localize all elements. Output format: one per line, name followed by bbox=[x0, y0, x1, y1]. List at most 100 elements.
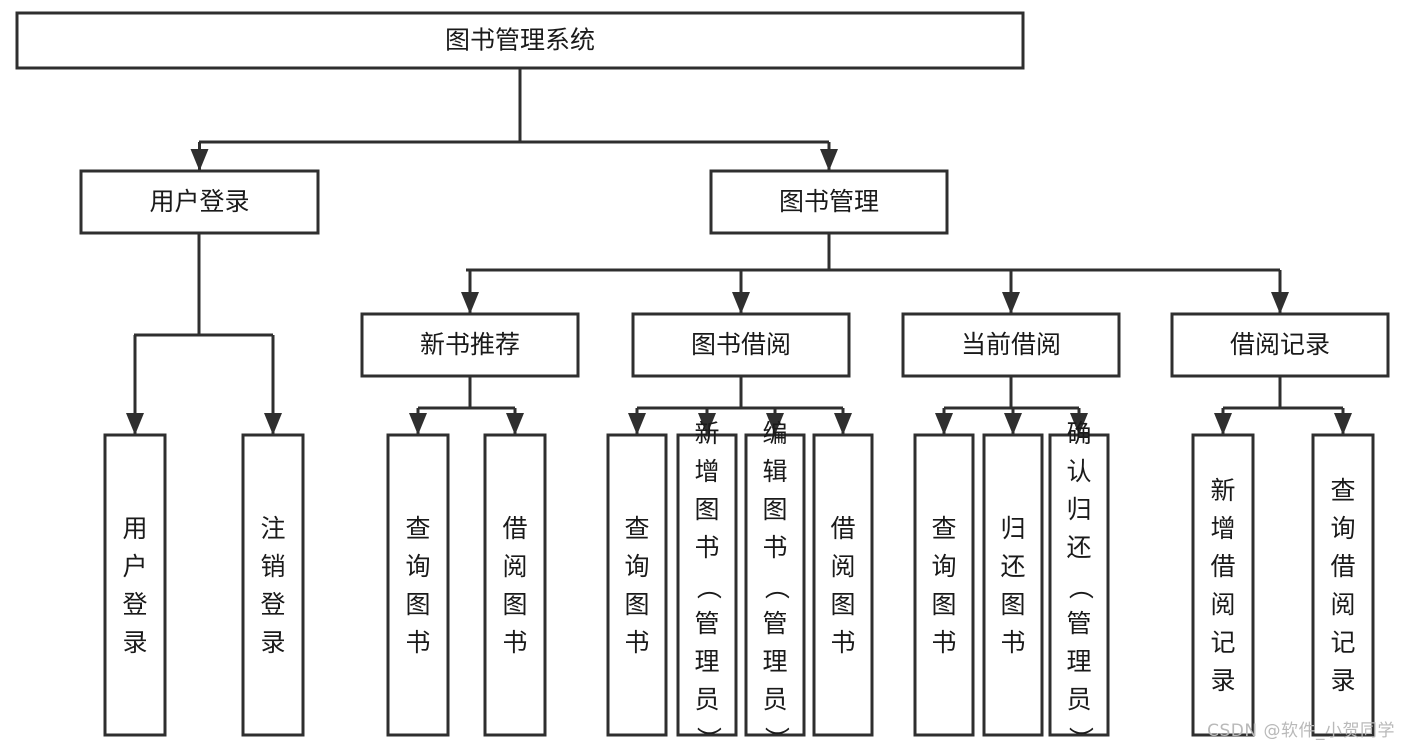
node-label-char: 图 bbox=[405, 590, 430, 619]
node-label-char: 员 bbox=[1066, 685, 1091, 714]
node-label-char: 记 bbox=[1210, 628, 1235, 657]
node-label: 图书管理系统 bbox=[445, 26, 595, 55]
node-label-char: 员 bbox=[694, 685, 719, 714]
node-label-char: 查 bbox=[624, 514, 649, 543]
node-label-char: 阅 bbox=[1330, 590, 1355, 619]
connector-group bbox=[628, 376, 852, 435]
node-label-char: 确 bbox=[1066, 419, 1091, 448]
node-label-char: 询 bbox=[624, 552, 649, 581]
node-label-char: 归 bbox=[1000, 514, 1025, 543]
watermark-text: CSDN @软件_小贺同学 bbox=[1207, 721, 1395, 741]
arrow-head-icon bbox=[732, 292, 750, 314]
connector-group bbox=[126, 233, 282, 435]
node-label-char: 阅 bbox=[1210, 590, 1235, 619]
node-label-char: ） bbox=[694, 726, 723, 747]
node-label-char: 用 bbox=[122, 514, 147, 543]
node-box bbox=[901, 312, 1121, 378]
node-label-char: 查 bbox=[931, 514, 956, 543]
connector-group bbox=[190, 68, 838, 171]
node-label-char: 图 bbox=[1000, 590, 1025, 619]
arrow-head-icon bbox=[1271, 292, 1289, 314]
arrow-head-icon bbox=[1002, 292, 1020, 314]
node-box bbox=[1311, 433, 1375, 737]
arrow-head-icon bbox=[1214, 413, 1232, 435]
arrow-head-icon bbox=[461, 292, 479, 314]
node-current-borrow[interactable]: 当前借阅 bbox=[901, 312, 1121, 378]
node-label-char: 记 bbox=[1330, 628, 1355, 657]
node-book-manage[interactable]: 图书管理 bbox=[709, 169, 949, 235]
node-label-char: 增 bbox=[1210, 514, 1235, 543]
node-label-char: 新 bbox=[1210, 476, 1235, 505]
node-user-login[interactable]: 用户登录 bbox=[79, 169, 320, 235]
node-label-char: （ bbox=[694, 574, 723, 599]
node-leaf-user-login[interactable]: 用户登录 bbox=[103, 433, 167, 737]
node-label-char: ） bbox=[1066, 726, 1095, 747]
node-box bbox=[1170, 312, 1390, 378]
nodes-layer: 图书管理系统用户登录图书管理新书推荐图书借阅当前借阅借阅记录用户登录注销登录查询… bbox=[15, 11, 1390, 747]
connectors-layer bbox=[126, 68, 1352, 435]
node-label-char: 增 bbox=[694, 457, 719, 486]
node-label: 新书推荐 bbox=[420, 330, 520, 359]
arrow-head-icon bbox=[820, 149, 838, 171]
node-box bbox=[812, 433, 874, 737]
node-label-char: 书 bbox=[405, 628, 430, 657]
node-book-borrow[interactable]: 图书借阅 bbox=[631, 312, 851, 378]
arrow-head-icon bbox=[1070, 413, 1088, 435]
node-label-char: 书 bbox=[830, 628, 855, 657]
node-label-char: 图 bbox=[830, 590, 855, 619]
connector-group bbox=[1214, 376, 1352, 435]
connector-group bbox=[461, 233, 1289, 314]
node-label-char: 户 bbox=[122, 552, 147, 581]
node-label: 图书借阅 bbox=[691, 330, 791, 359]
arrow-head-icon bbox=[409, 413, 427, 435]
node-borrow-record[interactable]: 借阅记录 bbox=[1170, 312, 1390, 378]
node-root[interactable]: 图书管理系统 bbox=[15, 11, 1025, 70]
node-box bbox=[15, 11, 1025, 70]
node-box bbox=[982, 433, 1044, 737]
node-label-char: 图 bbox=[694, 495, 719, 524]
arrow-head-icon bbox=[264, 413, 282, 435]
node-box bbox=[744, 433, 806, 737]
arrow-head-icon bbox=[834, 413, 852, 435]
node-new-book-rec[interactable]: 新书推荐 bbox=[360, 312, 580, 378]
node-label-char: 管 bbox=[1066, 609, 1091, 638]
node-box bbox=[483, 433, 547, 737]
node-label-char: 管 bbox=[694, 609, 719, 638]
node-label: 借阅记录 bbox=[1230, 330, 1330, 359]
node-label-char: 查 bbox=[1330, 476, 1355, 505]
node-label-char: 归 bbox=[1066, 495, 1091, 524]
node-label-char: 书 bbox=[1000, 628, 1025, 657]
node-box bbox=[606, 433, 668, 737]
arrow-head-icon bbox=[628, 413, 646, 435]
node-label-char: 编 bbox=[762, 419, 787, 448]
node-label-char: 还 bbox=[1066, 533, 1091, 562]
node-box bbox=[1048, 433, 1110, 737]
node-label-char: 理 bbox=[1066, 647, 1091, 676]
arrow-head-icon bbox=[698, 413, 716, 435]
arrow-head-icon bbox=[766, 413, 784, 435]
node-label-char: 辑 bbox=[762, 457, 787, 486]
node-box bbox=[709, 169, 949, 235]
node-label-char: 图 bbox=[624, 590, 649, 619]
node-label-char: 理 bbox=[762, 647, 787, 676]
node-box bbox=[913, 433, 975, 737]
node-label-char: 借 bbox=[1330, 552, 1355, 581]
node-box bbox=[360, 312, 580, 378]
connector-group bbox=[935, 376, 1088, 435]
arrow-head-icon bbox=[1334, 413, 1352, 435]
node-label-char: 图 bbox=[762, 495, 787, 524]
